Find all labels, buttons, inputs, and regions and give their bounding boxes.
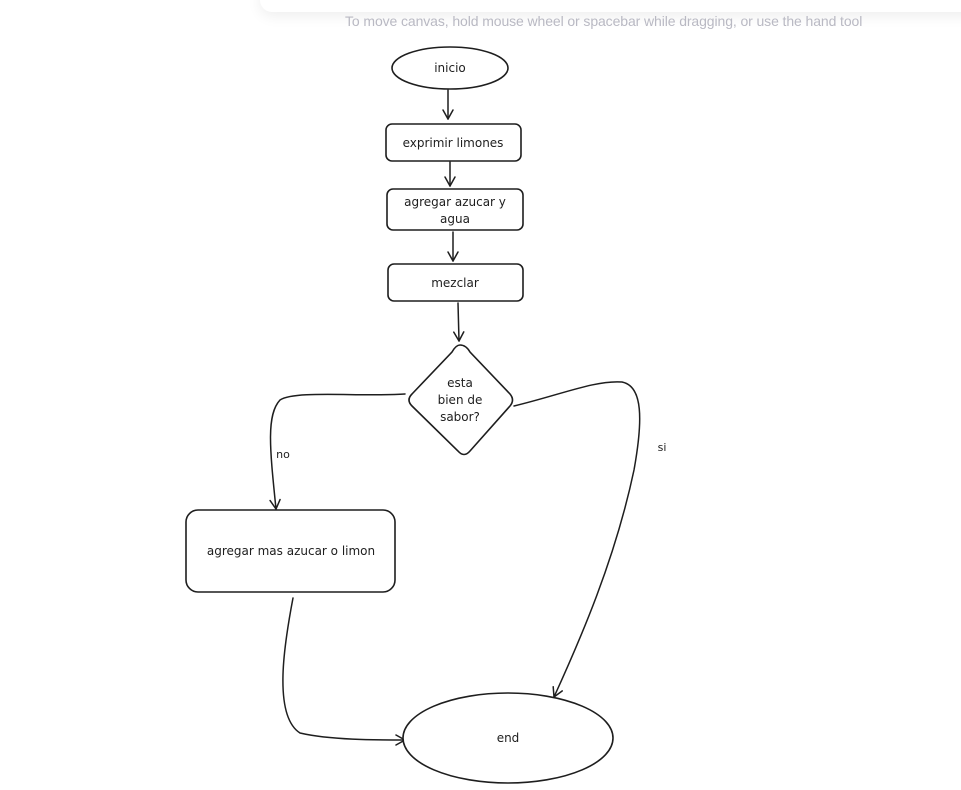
canvas-hint: To move canvas, hold mouse wheel or spac… <box>345 13 863 29</box>
taste-decision-label-line1: esta <box>447 376 473 390</box>
arrow-decision-yes[interactable] <box>513 381 641 698</box>
mix-node[interactable]: mezclar <box>387 263 524 302</box>
toolbar-shadow <box>260 0 961 12</box>
taste-decision-label-line2: bien de <box>438 393 483 407</box>
start-node-label: inicio <box>434 61 466 75</box>
adjust-taste-node[interactable]: agregar mas azucar o limon <box>185 509 396 593</box>
edge-label-yes: si <box>658 441 667 454</box>
add-sugar-water-label-line2: agua <box>440 212 470 226</box>
start-node[interactable]: inicio <box>391 46 509 90</box>
end-node-label: end <box>497 731 520 745</box>
edge-label-no: no <box>276 448 290 461</box>
squeeze-lemons-label: exprimir limones <box>403 136 504 150</box>
adjust-taste-label: agregar mas azucar o limon <box>207 544 375 558</box>
taste-decision-label-line3: sabor? <box>440 410 480 424</box>
end-node[interactable]: end <box>402 692 614 784</box>
arrow-decision-no[interactable] <box>269 393 406 510</box>
taste-decision-node[interactable]: esta bien de sabor? <box>408 344 514 456</box>
arrow-mix-to-decision[interactable] <box>453 302 465 342</box>
mix-label: mezclar <box>431 276 479 290</box>
add-sugar-water-label-line1: agregar azucar y <box>404 195 506 209</box>
arrow-adjust-to-end[interactable] <box>282 597 406 746</box>
add-sugar-water-node[interactable]: agregar azucar y agua <box>386 188 524 231</box>
squeeze-lemons-node[interactable]: exprimir limones <box>385 123 522 162</box>
